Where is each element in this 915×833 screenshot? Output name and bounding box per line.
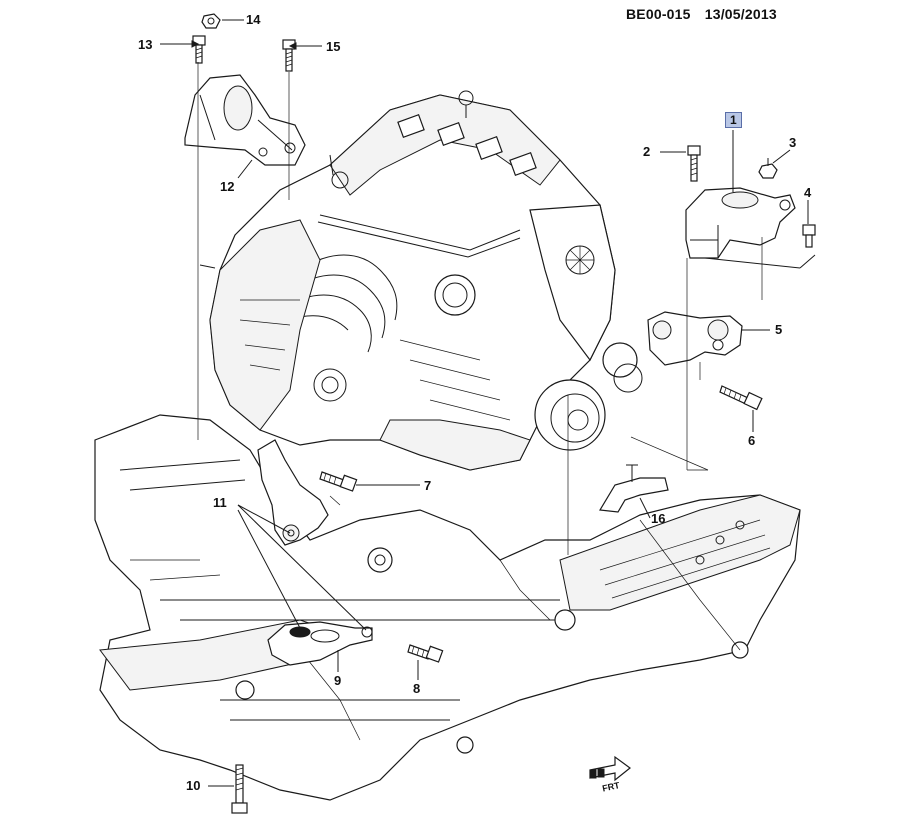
diagram-code: BE00-015 bbox=[626, 6, 691, 22]
bolt-part-13 bbox=[192, 35, 206, 64]
leader-lines bbox=[160, 19, 809, 787]
callout-7: 7 bbox=[424, 478, 432, 493]
engine-assembly bbox=[199, 90, 643, 471]
callout-8: 8 bbox=[413, 681, 421, 696]
diagram-date: 13/05/2013 bbox=[704, 6, 777, 22]
callout-14: 14 bbox=[246, 12, 261, 27]
callout-9: 9 bbox=[334, 673, 342, 688]
callout-2: 2 bbox=[643, 144, 651, 159]
bolt-part-4 bbox=[802, 224, 816, 248]
diagram-header: BE00-015 13/05/2013 bbox=[626, 6, 787, 22]
bolt-part-7 bbox=[319, 471, 358, 492]
nut-part-3 bbox=[758, 158, 778, 179]
callout-13: 13 bbox=[138, 37, 153, 52]
rear-mount-part-9 bbox=[267, 621, 373, 666]
callout-4: 4 bbox=[804, 185, 812, 200]
bolt-part-15 bbox=[282, 39, 296, 72]
front-direction-arrow-icon bbox=[589, 755, 631, 782]
callout-16: 16 bbox=[651, 511, 666, 526]
bolt-part-2 bbox=[687, 145, 701, 182]
callout-12: 12 bbox=[220, 179, 235, 194]
callout-10: 10 bbox=[186, 778, 201, 793]
nut-part-14 bbox=[201, 13, 221, 29]
callout-3: 3 bbox=[789, 135, 797, 150]
rh-bracket-part-5 bbox=[647, 311, 743, 366]
bolt-part-8 bbox=[407, 644, 444, 663]
bracket-part-16 bbox=[599, 464, 669, 513]
bolt-part-6 bbox=[719, 385, 763, 411]
front-arrow-label: FRT bbox=[601, 780, 621, 794]
callout-15: 15 bbox=[326, 39, 341, 54]
rh-mount-part-1 bbox=[685, 187, 816, 269]
callout-5: 5 bbox=[775, 322, 783, 337]
bolt-part-10 bbox=[231, 764, 248, 814]
callout-6: 6 bbox=[748, 433, 756, 448]
front-subframe bbox=[94, 414, 801, 801]
callout-11: 11 bbox=[213, 495, 227, 510]
lh-mount-bracket-part-12 bbox=[184, 74, 306, 166]
torque-rod-part-11 bbox=[257, 439, 329, 546]
callout-1: 1 bbox=[725, 112, 742, 128]
